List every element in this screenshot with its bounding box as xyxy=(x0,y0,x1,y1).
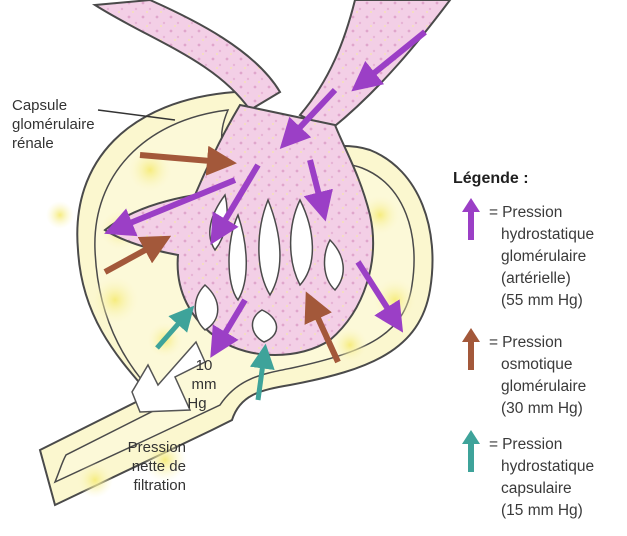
legend-line: capsulaire xyxy=(489,478,594,500)
legend-text-brown: =Pression osmotique glomérulaire (30 mm … xyxy=(489,332,586,420)
legend-line: hydrostatique xyxy=(489,224,594,246)
capsule-label-line: glomérulaire xyxy=(12,115,95,134)
teal-up-arrow-icon xyxy=(460,428,482,474)
net-filtration-line: filtration xyxy=(106,476,186,495)
legend-line: osmotique xyxy=(489,354,586,376)
pressure-value-line: 10 xyxy=(188,356,220,375)
legend-equals: = xyxy=(489,204,498,221)
legend-equals: = xyxy=(489,334,498,351)
legend-line: (30 mm Hg) xyxy=(489,398,586,420)
legend-line: (55 mm Hg) xyxy=(489,290,594,312)
legend-line: Pression xyxy=(502,334,562,351)
legend-line: glomérulaire xyxy=(489,376,586,398)
net-filtration-line: Pression xyxy=(106,438,186,457)
capsule-label-line: Capsule xyxy=(12,96,95,115)
legend-line: hydrostatique xyxy=(489,456,594,478)
brown-up-arrow-icon xyxy=(460,326,482,372)
capsule-label: Capsule glomérulaire rénale xyxy=(12,96,95,153)
pressure-value-line: Hg xyxy=(174,394,220,413)
capsule-label-line: rénale xyxy=(12,134,95,153)
legend-line: (artérielle) xyxy=(489,268,594,290)
legend-line: Pression xyxy=(502,436,562,453)
legend-title: Légende : xyxy=(453,170,529,188)
legend-line: glomérulaire xyxy=(489,246,594,268)
net-filtration-label: Pression nette de filtration xyxy=(106,438,186,495)
legend-text-purple: =Pression hydrostatique glomérulaire (ar… xyxy=(489,202,594,312)
pressure-value-label: 10 mm Hg xyxy=(188,356,220,413)
pressure-value-line: mm xyxy=(188,375,220,394)
legend-equals: = xyxy=(489,436,498,453)
legend-text-teal: =Pression hydrostatique capsulaire (15 m… xyxy=(489,434,594,522)
legend-line: (15 mm Hg) xyxy=(489,500,594,522)
net-filtration-line: nette de xyxy=(106,457,186,476)
purple-up-arrow-icon xyxy=(460,196,482,242)
legend-line: Pression xyxy=(502,204,562,221)
